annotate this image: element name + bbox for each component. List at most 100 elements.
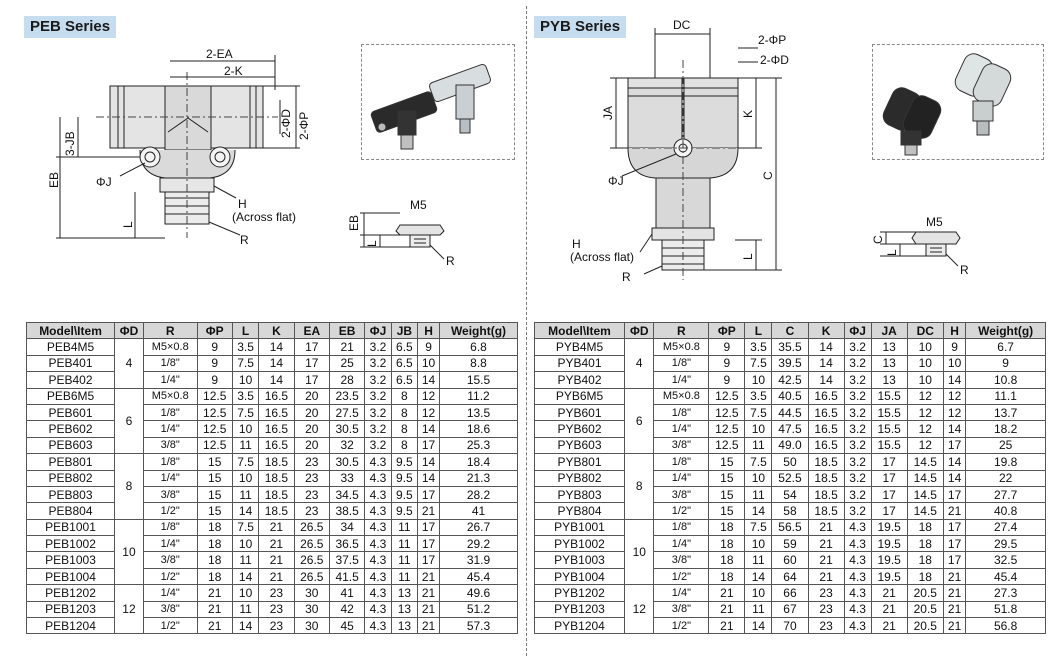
table-cell: 29.2: [439, 535, 518, 553]
table-cell: 21: [942, 600, 967, 619]
table-cell: 17: [942, 485, 967, 504]
table-cell: 18: [708, 535, 746, 553]
table-cell: 11.2: [439, 387, 518, 405]
table-cell: 29.5: [965, 535, 1046, 553]
table-cell: 4.3: [364, 584, 392, 602]
table-cell: 18.6: [439, 420, 518, 438]
table-cell: 3.2: [364, 354, 392, 373]
table-cell: 14.5: [906, 502, 944, 520]
model-cell: PYB603: [534, 436, 625, 455]
table-cell: 1/4": [142, 535, 198, 553]
table-cell: 18: [906, 551, 944, 569]
table-cell: 15: [196, 469, 233, 487]
table-cell: 21.3: [439, 469, 518, 487]
column-header: Weight(g): [965, 321, 1046, 340]
table-cell: 3/8": [142, 436, 198, 455]
column-header: Model\Item: [25, 321, 116, 340]
dim-2-ea: 2-EA: [206, 47, 233, 61]
table-cell: 1/4": [653, 535, 710, 553]
table-cell: 54: [771, 485, 809, 504]
table-cell: 8: [390, 436, 419, 455]
table-cell: 18: [708, 567, 746, 586]
table-cell: 21: [807, 567, 845, 586]
table-cell: 10: [231, 584, 260, 602]
table-cell: 64: [771, 567, 809, 586]
table-cell: 57.3: [439, 617, 518, 635]
table-cell: 51.8: [965, 600, 1046, 619]
table-cell: 14: [258, 354, 295, 373]
model-cell: PEB6M5: [25, 387, 116, 405]
table-cell: 9.5: [390, 469, 419, 487]
table-cell: 18: [906, 518, 944, 537]
table-cell: 11: [390, 518, 419, 537]
table-cell: 11: [231, 600, 260, 619]
table-cell: 56.8: [965, 617, 1046, 635]
table-cell: 4.3: [843, 600, 872, 619]
table-cell: 9: [196, 371, 233, 389]
column-header: ΦD: [114, 321, 144, 340]
table-cell: 26.7: [439, 518, 518, 537]
table-cell: 10: [231, 371, 260, 389]
column-header: R: [653, 321, 710, 340]
model-cell: PEB1202: [25, 584, 116, 602]
table-cell: 18.4: [439, 453, 518, 471]
table-cell: 6.5: [390, 338, 419, 356]
table-cell: 26.5: [293, 518, 330, 537]
table-cell: 12: [906, 436, 944, 455]
section-divider: [526, 6, 527, 656]
table-cell: 41: [328, 584, 366, 602]
table-cell: 67: [771, 600, 809, 619]
table-cell: 19.8: [965, 453, 1046, 471]
table-cell: 16.5: [807, 436, 845, 455]
model-cell: PYB804: [534, 502, 625, 520]
m5-dim-c: C: [871, 235, 885, 244]
table-cell: 21: [417, 502, 440, 520]
table-cell: 21: [870, 617, 908, 635]
table-cell: 21: [708, 600, 746, 619]
model-cell: PYB801: [534, 453, 625, 471]
table-cell: 21: [417, 600, 440, 619]
peb-fitting-photo-icon: [370, 63, 491, 150]
model-cell: PEB4M5: [25, 338, 116, 356]
table-cell: 18: [708, 551, 746, 569]
table-cell: 20.5: [906, 584, 944, 602]
table-cell: 23: [258, 617, 295, 635]
table-cell: 21: [942, 617, 967, 635]
table-cell: 17: [293, 338, 330, 356]
table-cell: 20: [293, 420, 330, 438]
table-cell: 9: [942, 338, 967, 356]
table-cell: 1/4": [142, 584, 198, 602]
table-cell: 47.5: [771, 420, 809, 438]
table-cell: 18: [196, 535, 233, 553]
table-cell: 16.5: [807, 403, 845, 422]
table-cell: 15: [196, 485, 233, 504]
table-cell: 15.5: [870, 387, 908, 405]
table-cell: 23: [293, 453, 330, 471]
table-cell: 21: [417, 617, 440, 635]
table-cell: 39.5: [771, 354, 809, 373]
column-header: JB: [390, 321, 419, 340]
dim-2-k: 2-K: [224, 64, 243, 78]
table-cell: 18: [196, 567, 233, 586]
table-cell: 1/8": [653, 453, 710, 471]
table-cell: 21: [708, 617, 746, 635]
table-cell: 9: [708, 354, 746, 373]
table-cell: 8: [390, 403, 419, 422]
table-cell: 18.5: [258, 502, 295, 520]
table-cell: 12: [417, 387, 440, 405]
table-cell: 17: [417, 551, 440, 569]
table-cell: 19.5: [870, 551, 908, 569]
table-cell: 11: [744, 485, 773, 504]
table-cell: 7.5: [744, 453, 773, 471]
